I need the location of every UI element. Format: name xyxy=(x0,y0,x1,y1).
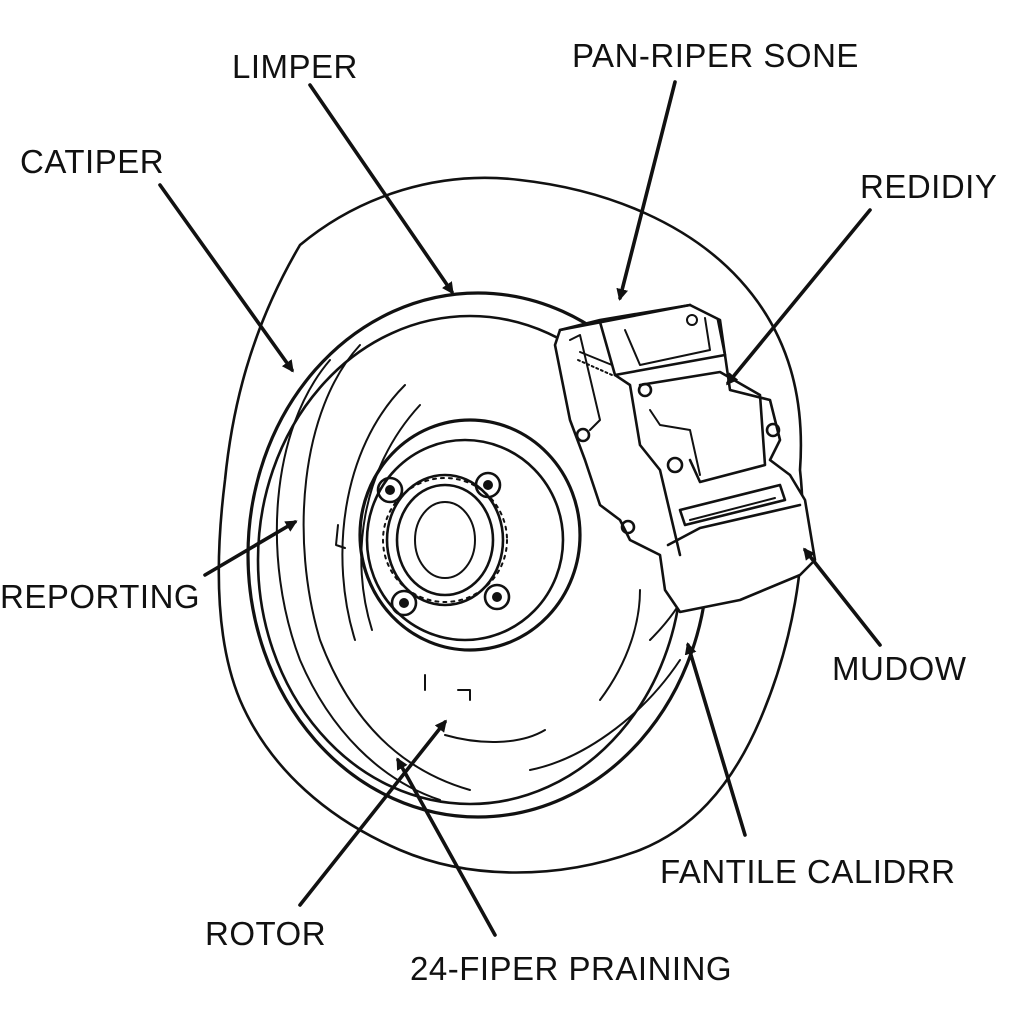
arrow-catiper xyxy=(158,183,294,373)
arrow-fantile-calidrr xyxy=(684,642,747,837)
label-rotor: ROTOR xyxy=(205,915,326,952)
arrow-mudow xyxy=(803,547,882,647)
arrow-pan-riper-sone xyxy=(616,80,677,301)
arrow-limper xyxy=(308,83,454,295)
label-redidiy: REDIDIY xyxy=(860,168,997,205)
leader-arrows xyxy=(158,80,882,937)
tone-ring xyxy=(382,477,508,603)
arrow-redidiy xyxy=(726,208,872,386)
lug-studs xyxy=(376,471,511,617)
backing-plate xyxy=(217,176,804,874)
label-pan-riper-sone: PAN-RIPER SONE xyxy=(572,37,859,74)
arrow-reporting xyxy=(203,520,298,577)
label-fiper-praining: 24-FIPER PRAINING xyxy=(410,950,732,987)
brake-caliper xyxy=(553,303,817,614)
arrow-rotor xyxy=(298,719,447,907)
label-mudow: MUDOW xyxy=(832,650,967,687)
wheel-hub xyxy=(358,418,582,652)
label-limper: LIMPER xyxy=(232,48,358,85)
arrow-fiper-praining xyxy=(396,757,497,937)
label-fantile-calidrr: FANTILE CALIDRR xyxy=(660,853,955,890)
callout-labels: LIMPER PAN-RIPER SONE CATIPER REDIDIY RE… xyxy=(0,37,997,987)
label-catiper: CATIPER xyxy=(20,143,164,180)
label-reporting: REPORTING xyxy=(0,578,200,615)
